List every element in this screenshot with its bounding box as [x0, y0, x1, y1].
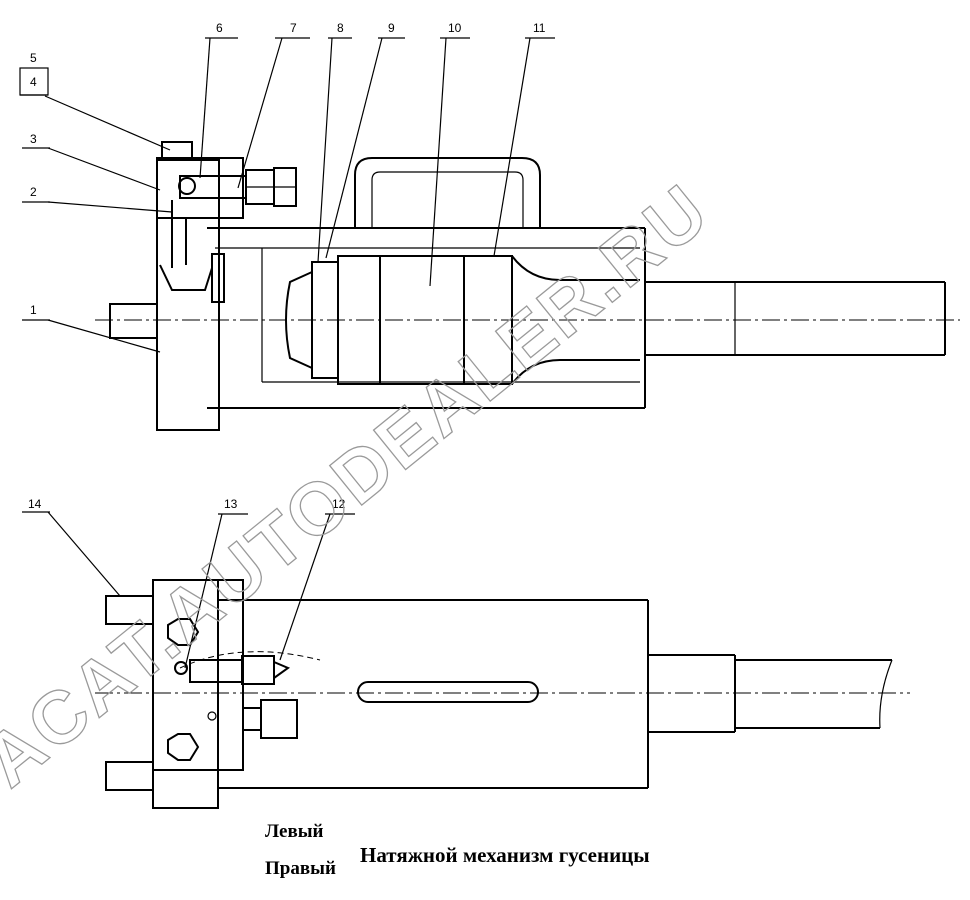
head-block — [156, 157, 244, 219]
callout-10: 10 — [448, 21, 462, 35]
watermark-logo: ACAT.AUTODEALER.RU — [0, 168, 724, 803]
piston-head — [285, 270, 313, 370]
callout-14: 14 — [28, 497, 42, 511]
callout-3: 3 — [30, 132, 37, 146]
callout-labels: 5 4 3 2 1 6 7 8 9 10 11 14 13 12 — [19, 21, 546, 511]
callout-12: 12 — [332, 497, 346, 511]
callout-7: 7 — [290, 21, 297, 35]
callout-1: 1 — [30, 303, 37, 317]
callout-4: 4 — [30, 75, 37, 89]
caption-right: Правый — [265, 858, 336, 879]
callout-11: 11 — [533, 21, 546, 35]
top-bolt — [161, 141, 193, 159]
stub-shaft — [109, 303, 158, 339]
callout-8: 8 — [337, 21, 344, 35]
check-ball — [178, 177, 196, 195]
callout-2: 2 — [30, 185, 37, 199]
flange-plate — [156, 159, 220, 431]
bottom-exterior-view — [95, 579, 910, 809]
top-section-view — [95, 141, 960, 431]
callout-9: 9 — [388, 21, 395, 35]
callout-5: 5 — [30, 51, 37, 65]
callout-13: 13 — [224, 497, 238, 511]
slot — [357, 681, 539, 703]
leader-lines — [20, 37, 555, 669]
callout-6: 6 — [216, 21, 223, 35]
caption-left: Левый — [265, 821, 324, 842]
caption-title: Натяжной механизм гусеницы — [360, 843, 650, 867]
